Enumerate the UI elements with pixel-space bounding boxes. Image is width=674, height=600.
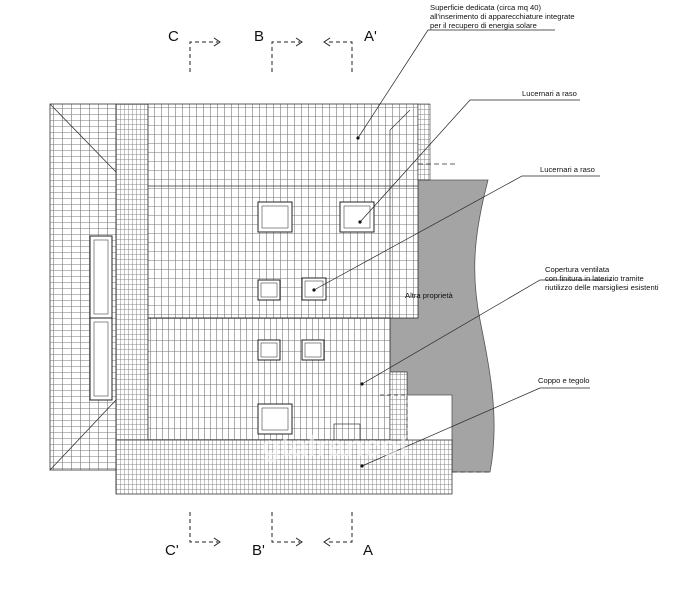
skylight-inner [261, 407, 289, 431]
skylight-inner [260, 282, 278, 298]
left-wing-hip [49, 103, 117, 471]
skylight [257, 403, 293, 435]
long-skylight-lower-inner [93, 321, 109, 397]
section-cut-c-top [189, 41, 218, 72]
leader-coppo [361, 387, 590, 467]
section-markers-top [189, 37, 353, 72]
skylight [257, 339, 281, 361]
annotation-superficie-line1: Superficie dedicata (circa mq 40) [430, 3, 541, 12]
annotation-lucernari-2: Lucernari a raso [540, 165, 595, 174]
section-arrow-a-bottom [323, 537, 331, 547]
section-cut-a-bottom [326, 512, 353, 543]
skylight-inner [261, 205, 289, 229]
annotation-copertura-line1: Copertura ventilata [545, 265, 610, 274]
skylight [257, 201, 293, 233]
leader-dot [312, 288, 316, 292]
bottom-eave-band [115, 439, 453, 495]
right-upper-strip [417, 103, 431, 181]
leader-copertura [361, 279, 612, 385]
leader-dot [360, 464, 364, 468]
skylight-inner [343, 205, 371, 229]
dashed-edge-line-3 [380, 394, 408, 440]
section-arrow-c-top [213, 37, 221, 47]
section-label-a-bottom: A [363, 542, 373, 559]
annotation-altra-proprieta: Altra proprietà [405, 291, 453, 300]
neighbour-property-area [389, 179, 495, 473]
section-cut-c-bottom [189, 512, 218, 543]
upper-roof-hip [389, 109, 411, 318]
section-arrow-a-top [323, 37, 331, 47]
leader-lines [313, 29, 612, 467]
section-label-c-top: C [168, 28, 179, 45]
leader-dot [358, 220, 362, 224]
skylight [257, 279, 281, 301]
leader-lucernari-1 [359, 99, 580, 223]
annotation-copertura-line2: con finitura in laterizio tramite [545, 274, 644, 283]
section-markers-bottom [189, 512, 353, 547]
long-skylight-lower [89, 317, 113, 401]
narrow-strip-roof [115, 103, 149, 491]
section-label-b-top: B [254, 28, 264, 45]
section-cut-a-top [326, 41, 353, 72]
long-skylight-upper-inner [93, 239, 109, 315]
section-cut-b-top [271, 41, 300, 72]
annotation-superficie-line2: all'inserimento di apparecchiature integ… [430, 12, 575, 21]
annotation-copertura-line3: riutilizzo delle marsigliesi esistenti [545, 283, 659, 292]
section-cut-b-bottom [271, 512, 300, 543]
section-arrow-b-top [295, 37, 303, 47]
section-arrow-c-bottom [213, 537, 221, 547]
skylight-inner [304, 280, 324, 298]
annotation-superficie-line3: per il recupero di energia solare [430, 21, 537, 30]
skylight [339, 201, 375, 233]
section-label-b-bottom: B' [252, 542, 265, 559]
watermark-text: gtafrancot [262, 430, 409, 463]
skylight-inner [260, 342, 278, 358]
section-label-a-top: A' [364, 28, 377, 45]
skylight [301, 339, 325, 361]
leader-dot [356, 136, 360, 140]
section-label-c-bottom: C' [165, 542, 179, 559]
leader-dot [360, 382, 364, 386]
annotation-coppo: Coppo e tegolo [538, 376, 590, 385]
leader-dots [312, 136, 364, 468]
leader-lucernari-2 [313, 175, 600, 291]
annotation-lucernari-1: Lucernari a raso [522, 89, 577, 98]
leader-superficie [357, 29, 555, 139]
long-skylight-upper [89, 235, 113, 319]
chimney-outline [333, 423, 361, 441]
section-arrow-b-bottom [295, 537, 303, 547]
skylight-inner [304, 342, 322, 358]
skylight-group [257, 201, 375, 441]
